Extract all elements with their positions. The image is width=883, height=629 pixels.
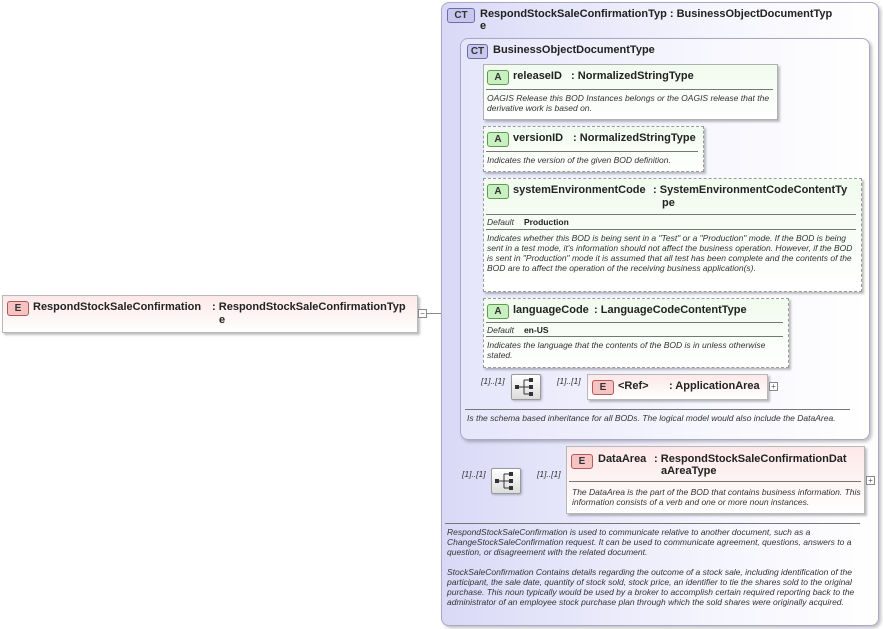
connector-root-to-ct xyxy=(427,313,452,314)
default-value: Production xyxy=(523,217,569,227)
attribute-name: versionID xyxy=(513,132,564,144)
complex-type-title-line1: RespondStockSaleConfirmationTyp : Busine… xyxy=(480,8,833,20)
base-type-badge: CT xyxy=(467,44,488,59)
attribute-divider xyxy=(486,89,773,90)
default-label: Default xyxy=(487,325,514,335)
sequence-occurrence: [1]..[1] xyxy=(481,376,505,386)
sequence-icon[interactable] xyxy=(491,468,521,494)
element-ref-name: <Ref> xyxy=(618,380,649,392)
complex-type-doc-divider xyxy=(445,523,860,524)
attribute-type-line1: : SystemEnvironmentCodeContentTy xyxy=(650,184,848,196)
base-doc-divider xyxy=(465,409,850,410)
dataArea-occurrence: [1]..[1] xyxy=(537,469,561,479)
attribute-languageCode[interactable]: A languageCode : LanguageCodeContentType… xyxy=(483,298,789,368)
element-application-area[interactable]: E <Ref> : ApplicationArea xyxy=(587,374,768,400)
complex-type-doc-p2: StockSaleConfirmation Contains details r… xyxy=(447,567,855,607)
attribute-name: systemEnvironmentCode xyxy=(513,184,646,196)
sequence-occurrence: [1]..[1] xyxy=(462,469,486,479)
attribute-type: : NormalizedStringType xyxy=(568,70,694,82)
collapse-icon[interactable]: − xyxy=(418,309,427,318)
attribute-releaseID[interactable]: A releaseID : NormalizedStringType OAGIS… xyxy=(483,64,778,120)
base-type-doc: Is the schema based inheritance for all … xyxy=(467,413,836,423)
expand-icon[interactable]: + xyxy=(866,476,875,485)
attribute-type: : LanguageCodeContentType xyxy=(591,304,747,316)
element-divider xyxy=(569,481,861,482)
attribute-versionID[interactable]: A versionID : NormalizedStringType Indic… xyxy=(483,126,704,172)
attribute-type: : NormalizedStringType xyxy=(570,132,696,144)
attribute-badge: A xyxy=(487,132,509,147)
complex-type-doc-p1: RespondStockSaleConfirmation is used to … xyxy=(447,527,852,557)
default-label: Default xyxy=(487,217,514,227)
attribute-badge: A xyxy=(487,184,509,199)
element-type-line1: : RespondStockSaleConfirmationDat xyxy=(651,453,847,465)
attribute-default: Default Production xyxy=(487,217,569,227)
complex-type-badge: CT xyxy=(447,8,475,23)
attribute-name: releaseID xyxy=(513,70,562,82)
element-badge: E xyxy=(571,454,593,469)
appArea-occurrence: [1]..[1] xyxy=(557,376,581,386)
attribute-systemEnvironmentCode[interactable]: A systemEnvironmentCode : SystemEnvironm… xyxy=(483,178,862,292)
expand-icon[interactable]: + xyxy=(769,382,778,391)
element-doc: The DataArea is the part of the BOD that… xyxy=(572,487,861,507)
attribute-divider xyxy=(486,151,698,152)
attribute-type-line2: pe xyxy=(662,197,675,209)
base-type-title: BusinessObjectDocumentType xyxy=(493,44,655,56)
attribute-divider xyxy=(486,229,856,230)
element-name: DataArea xyxy=(598,453,647,465)
root-element-name: RespondStockSaleConfirmation xyxy=(33,301,202,313)
element-data-area[interactable]: E DataArea : RespondStockSaleConfirmatio… xyxy=(566,446,865,514)
root-element-type-line1: : RespondStockSaleConfirmationTyp xyxy=(209,301,406,313)
root-element-box[interactable]: E RespondStockSaleConfirmation : Respond… xyxy=(2,295,418,333)
complex-type-title-line2: e xyxy=(480,20,487,32)
attribute-name: languageCode xyxy=(513,304,589,316)
attribute-badge: A xyxy=(487,70,509,85)
default-value: en-US xyxy=(523,325,549,335)
attribute-default: Default en-US xyxy=(487,325,549,335)
element-type-line2: aAreaType xyxy=(661,465,717,477)
root-element-type-line2: e xyxy=(219,314,226,326)
attribute-divider xyxy=(486,336,783,337)
sequence-icon[interactable] xyxy=(511,374,541,400)
attribute-badge: A xyxy=(487,304,509,319)
attribute-divider xyxy=(486,214,856,215)
attribute-doc: Indicates the language that the contents… xyxy=(487,340,766,360)
attribute-doc: OAGIS Release this BOD Instances belongs… xyxy=(487,93,770,113)
element-badge: E xyxy=(592,380,614,395)
element-type: : ApplicationArea xyxy=(669,380,760,392)
element-badge: E xyxy=(7,301,29,316)
attribute-doc: Indicates whether this BOD is being sent… xyxy=(487,233,853,273)
attribute-doc: Indicates the version of the given BOD d… xyxy=(487,155,671,165)
attribute-divider xyxy=(486,322,783,323)
